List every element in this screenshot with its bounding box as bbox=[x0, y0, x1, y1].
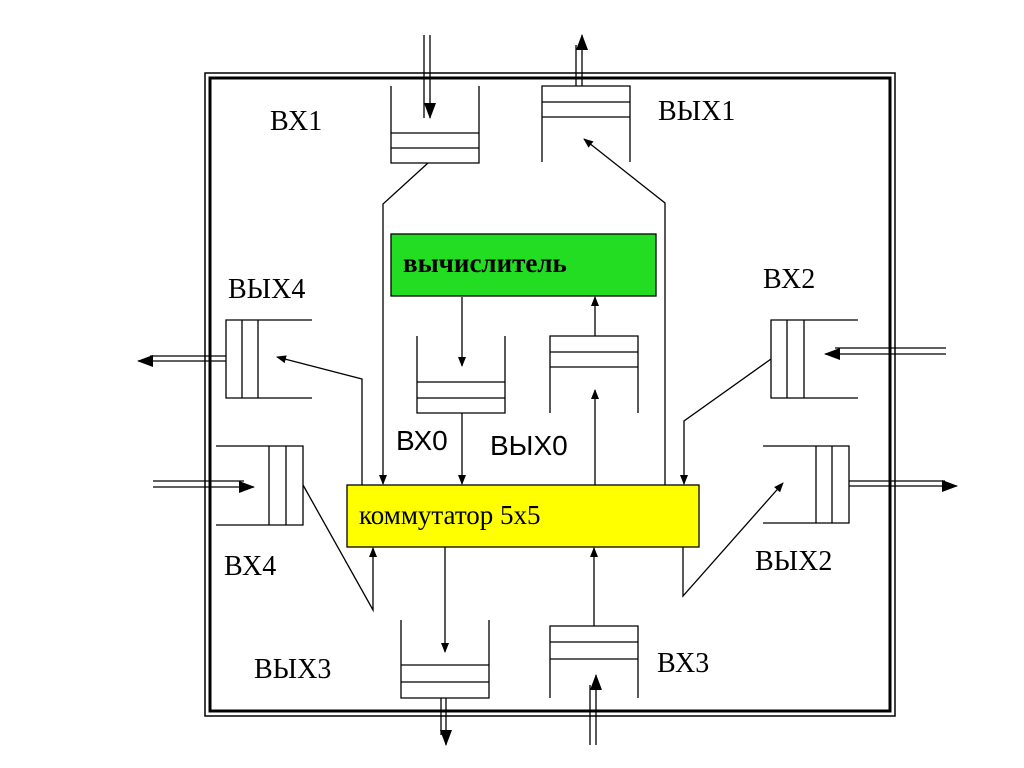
queue-out3 bbox=[400, 620, 490, 699]
input-arrow-in3 bbox=[589, 674, 602, 745]
queue-in4 bbox=[216, 445, 304, 526]
queue-out1 bbox=[541, 85, 631, 162]
output-arrow-out3 bbox=[440, 698, 452, 746]
label-in0: ВХ0 bbox=[396, 425, 448, 456]
switch-block: коммутатор 5х5 bbox=[346, 484, 700, 548]
queue-out0 bbox=[549, 335, 639, 413]
switch-label: коммутатор 5х5 bbox=[359, 500, 541, 530]
label-in4: ВХ4 bbox=[224, 551, 276, 582]
label-in1: ВХ1 bbox=[270, 106, 322, 137]
connection-lines bbox=[276, 138, 784, 653]
output-arrow-out2 bbox=[849, 480, 958, 492]
input-arrow-in4 bbox=[153, 480, 255, 493]
input-arrow-in2 bbox=[824, 347, 946, 360]
queue-out2 bbox=[763, 445, 850, 524]
output-arrow-out4 bbox=[137, 355, 226, 367]
calculator-block: вычислитель bbox=[390, 233, 657, 297]
label-out0: ВЫХ0 bbox=[490, 430, 568, 461]
label-out3: ВЫХ3 bbox=[254, 654, 331, 685]
label-in2: ВХ2 bbox=[763, 264, 815, 295]
label-in3: ВХ3 bbox=[657, 648, 709, 679]
queue-in1 bbox=[390, 86, 480, 164]
label-out4: ВЫХ4 bbox=[228, 274, 305, 305]
queue-in0 bbox=[416, 336, 506, 414]
calculator-label: вычислитель bbox=[403, 248, 567, 278]
input-arrow-in1 bbox=[423, 35, 436, 119]
label-out1: ВЫХ1 bbox=[658, 96, 735, 127]
queue-in2 bbox=[770, 319, 858, 399]
label-out2: ВЫХ2 bbox=[755, 546, 832, 577]
router-frame bbox=[204, 72, 896, 717]
queue-out4 bbox=[225, 319, 312, 399]
output-arrow-out1 bbox=[575, 34, 588, 86]
queue-in3 bbox=[549, 625, 639, 698]
